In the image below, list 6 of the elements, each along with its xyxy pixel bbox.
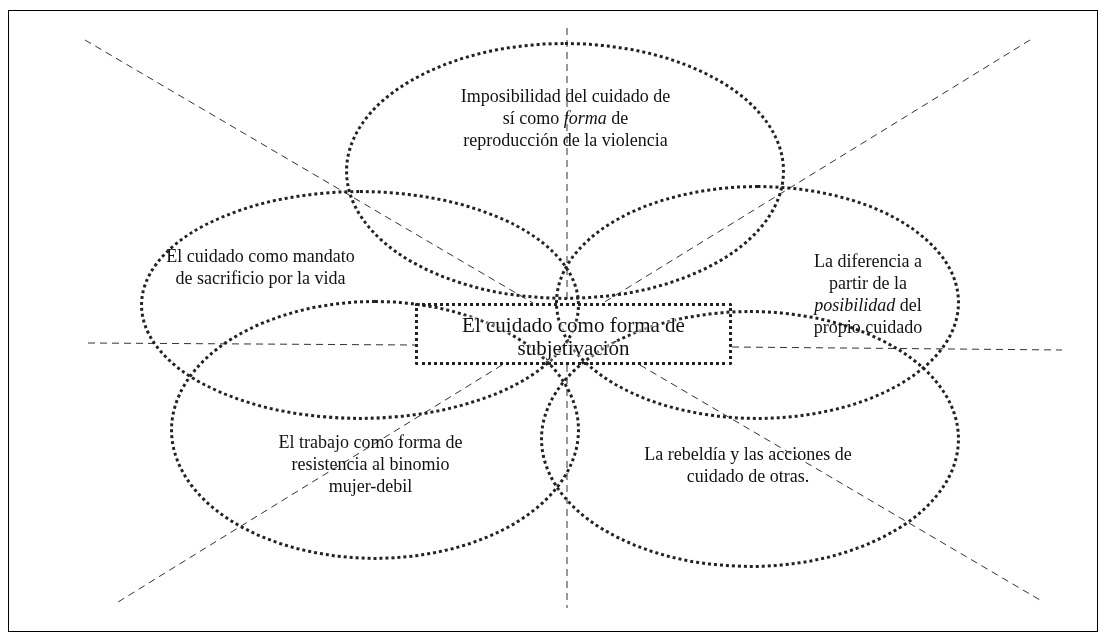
theme-text: El trabajo como forma de resistencia al binomio mujer-debil [277, 431, 464, 497]
theme-text: La rebeldía y las acciones de cuidado de otras. [643, 443, 853, 487]
theme-text: La diferencia a partir de la posibilidad del propio cuidado [812, 250, 924, 338]
theme-text: El cuidado como mandato de sacrificio por la vida [165, 245, 356, 289]
theme-text: Imposibilidad del cuidado de sí como forma de reproducción de la violencia [459, 85, 672, 151]
dotted-box [415, 303, 732, 365]
